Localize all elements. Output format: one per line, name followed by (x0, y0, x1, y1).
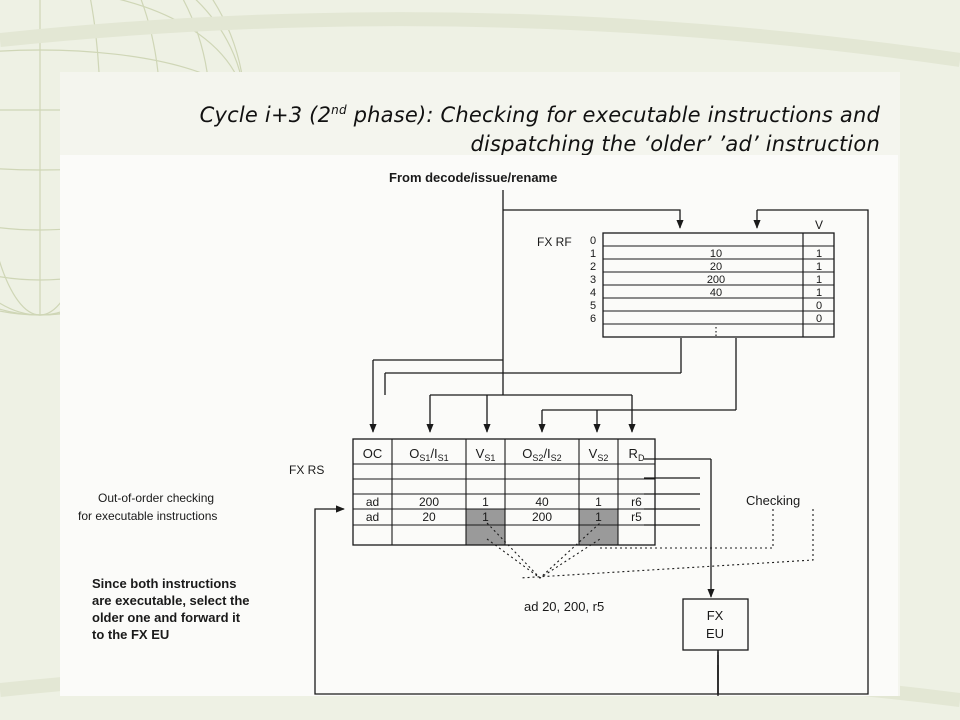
rs-header-1: OS1/IS1 (409, 446, 448, 463)
rs-cell-3-1: 20 (422, 510, 436, 524)
rf-valid-3: 1 (816, 274, 822, 286)
rs-cell-3-3: 200 (532, 510, 552, 524)
rs-cell-2-5: r6 (631, 495, 642, 509)
checking-paths (486, 509, 814, 579)
rs-cell-3-5: r5 (631, 510, 642, 524)
rf-label: FX RF (537, 235, 572, 249)
fx-execution-unit: FX EU (682, 598, 749, 651)
rs-cell-2-1: 200 (419, 495, 439, 509)
rf-index-2: 2 (590, 261, 596, 273)
rf-valid-6: 0 (816, 313, 822, 325)
rs-header-3: OS2/IS2 (522, 446, 561, 463)
rf-valid-header: V (815, 218, 823, 232)
note-line-2: are executable, select the (92, 593, 250, 608)
top-label: From decode/issue/rename (389, 170, 557, 185)
rf-valid-2: 1 (816, 261, 822, 273)
rs-cell-2-0: ad (366, 495, 379, 509)
rs-shaded-cell (466, 525, 505, 545)
rs-shaded-cell (579, 509, 618, 525)
checking-label: Checking (746, 493, 800, 508)
title-line-1: Cycle i+3 (2nd phase): Checking for exec… (100, 96, 880, 130)
eu-label-2: EU (706, 626, 724, 641)
dispatched-instruction: ad 20, 200, r5 (524, 599, 604, 614)
scanned-figure (60, 155, 898, 696)
rf-valid-4: 1 (816, 287, 822, 299)
title-prefix: Cycle i+3 (2 (199, 103, 332, 127)
left-annotation-line-2: for executable instructions (78, 509, 217, 523)
rf-valid-1: 1 (816, 248, 822, 260)
rf-value-2: 20 (710, 261, 722, 273)
rf-valid-5: 0 (816, 300, 822, 312)
rs-header-4: VS2 (589, 446, 609, 463)
rf-index-6: 6 (590, 313, 596, 325)
eu-label-1: FX (707, 608, 724, 623)
rs-header-5: RD (629, 446, 645, 463)
rf-index-0: 0 (590, 235, 596, 247)
rf-index-3: 3 (590, 274, 596, 286)
selection-note: Since both instructions are executable, … (92, 576, 250, 642)
rf-index-5: 5 (590, 300, 596, 312)
note-line-1: Since both instructions (92, 576, 236, 591)
rs-cell-3-0: ad (366, 510, 379, 524)
rs-cell-2-4: 1 (595, 495, 602, 509)
title-suffix: phase): Checking for executable instruct… (346, 103, 880, 127)
rs-shaded-cell (466, 509, 505, 525)
wires (314, 190, 869, 696)
note-line-3: older one and forward it (92, 610, 241, 625)
rs-header-2: VS1 (476, 446, 496, 463)
note-line-4: to the FX EU (92, 627, 169, 642)
rs-header-0: OC (363, 446, 383, 461)
title-line-2: dispatching the ‘older’ ’ad’ instruction (470, 132, 880, 156)
rf-value-7: ⋮ (711, 326, 722, 338)
fx-reservation-station: FX RS OC OS1/IS1 VS1 OS2/IS2 VS2 RD ad 200 1 40 1 r… (289, 438, 656, 546)
rs-cell-2-3: 40 (535, 495, 549, 509)
rs-label: FX RS (289, 463, 324, 477)
rf-value-4: 40 (710, 287, 722, 299)
left-annotation-line-1: Out-of-order checking (98, 491, 214, 505)
rs-cell-2-2: 1 (482, 495, 489, 509)
rf-index-1: 1 (590, 248, 596, 260)
rs-cell-3-4: 1 (595, 510, 602, 524)
slide-title: Cycle i+3 (2nd phase): Checking for exec… (100, 96, 880, 159)
rf-value-1: 10 (710, 248, 722, 260)
rf-value-3: 200 (707, 274, 725, 286)
rs-cell-3-2: 1 (482, 510, 489, 524)
rs-shaded-cell (579, 525, 618, 545)
title-superscript: nd (331, 103, 347, 117)
left-annotation: Out-of-order checking for executable ins… (78, 491, 217, 523)
rf-index-4: 4 (590, 287, 596, 299)
